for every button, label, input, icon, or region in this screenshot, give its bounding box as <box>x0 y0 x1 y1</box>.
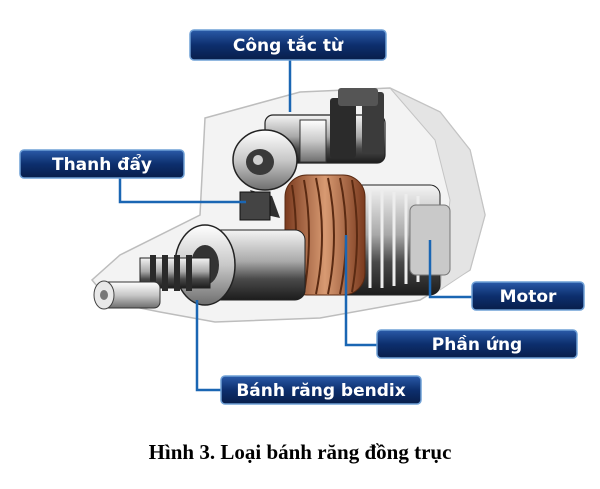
leader-plunger <box>118 177 246 204</box>
leader-lines <box>118 58 473 392</box>
bendix-drive <box>93 224 306 310</box>
label-plunger-text: Thanh đẩy <box>52 153 152 175</box>
label-solenoid-text: Công tắc từ <box>233 35 344 56</box>
figure-caption: Hình 3. Loại bánh răng đồng trục <box>148 440 452 464</box>
leader-motor <box>428 240 473 299</box>
armature-core <box>284 174 451 296</box>
label-bendix-text: Bánh răng bendix <box>236 381 405 401</box>
label-motor-text: Motor <box>500 287 557 307</box>
label-motor: Motor <box>471 281 585 311</box>
label-armature: Phần ứng <box>376 329 578 359</box>
label-plunger: Thanh đẩy <box>19 149 185 179</box>
label-armature-text: Phần ứng <box>432 334 522 355</box>
label-bendix: Bánh răng bendix <box>220 375 422 405</box>
solenoid-assembly <box>232 88 386 221</box>
label-solenoid: Công tắc từ <box>189 29 387 61</box>
leader-bendix <box>195 300 222 392</box>
leader-armature <box>344 235 378 347</box>
